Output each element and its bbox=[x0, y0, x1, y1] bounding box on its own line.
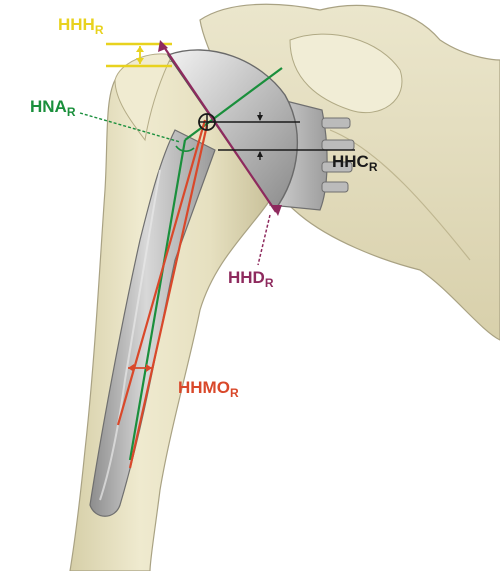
label-hhd: HHDR bbox=[228, 268, 274, 290]
center-crosshair bbox=[199, 114, 215, 130]
label-hhmo: HHMOR bbox=[178, 378, 239, 400]
label-hhh: HHHR bbox=[58, 15, 104, 37]
label-hna: HNAR bbox=[30, 97, 76, 119]
